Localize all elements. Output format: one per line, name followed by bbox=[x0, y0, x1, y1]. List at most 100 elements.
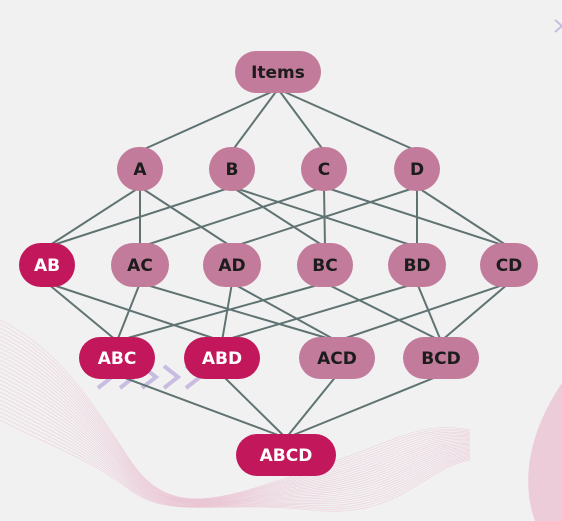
node-ABC: ABC bbox=[79, 337, 155, 379]
edge-BD-ABD bbox=[221, 282, 418, 342]
decorative-wave-line bbox=[0, 363, 471, 503]
decorative-corner-curve bbox=[528, 383, 562, 521]
edge-AB-ABC bbox=[46, 282, 118, 342]
node-shape bbox=[203, 243, 261, 287]
node-label: A bbox=[133, 160, 147, 180]
node-label: BD bbox=[403, 256, 430, 276]
decorative-wave-line bbox=[0, 343, 471, 502]
edge-BCD-ABCD bbox=[285, 374, 442, 439]
decorative-wave-lines bbox=[0, 319, 471, 512]
decorative-wave-line bbox=[0, 331, 471, 501]
node-label: BCD bbox=[421, 349, 461, 369]
node-A: A bbox=[117, 147, 163, 191]
node-D: D bbox=[394, 147, 440, 191]
node-label: AB bbox=[34, 256, 60, 276]
node-shape bbox=[19, 243, 75, 287]
edge-items-D bbox=[277, 88, 418, 152]
decorative-chevron bbox=[554, 19, 562, 33]
edge-ABC-ABCD bbox=[116, 374, 287, 439]
node-BD: BD bbox=[388, 243, 446, 287]
decorative-wave-line bbox=[0, 339, 471, 501]
node-B: B bbox=[209, 147, 255, 191]
node-shape bbox=[235, 51, 321, 93]
decorative-wave-line bbox=[0, 387, 471, 506]
decorative-wave-line bbox=[0, 375, 471, 504]
node-ACD: ACD bbox=[299, 337, 375, 379]
edge-AC-ACD bbox=[139, 282, 338, 342]
node-label: ABC bbox=[98, 349, 137, 369]
node-shape bbox=[184, 337, 260, 379]
edge-AD-ACD bbox=[231, 282, 338, 342]
edge-BC-BCD bbox=[324, 282, 442, 342]
node-label: B bbox=[226, 160, 239, 180]
edge-A-AB bbox=[46, 186, 141, 248]
edge-B-AB bbox=[46, 186, 233, 248]
edge-ABD-ABCD bbox=[221, 374, 287, 439]
decorative-wave-line bbox=[0, 391, 471, 506]
decorative-wave-line bbox=[0, 351, 471, 502]
node-shape bbox=[297, 243, 353, 287]
node-shape bbox=[299, 337, 375, 379]
edge-items-A bbox=[139, 88, 279, 152]
node-label: ABCD bbox=[260, 446, 313, 466]
decorative-wave-line bbox=[0, 323, 471, 500]
edge-CD-ACD bbox=[336, 282, 510, 342]
decorative-wave-line bbox=[0, 415, 471, 510]
decorative-wave-line bbox=[0, 367, 471, 504]
edge-items-C bbox=[277, 88, 325, 152]
edge-BC-ABC bbox=[116, 282, 326, 342]
node-C: C bbox=[301, 147, 347, 191]
node-shape bbox=[403, 337, 479, 379]
node-BCD: BCD bbox=[403, 337, 479, 379]
edge-B-BC bbox=[231, 186, 326, 248]
node-shape bbox=[394, 147, 440, 191]
node-label: D bbox=[410, 160, 424, 180]
node-shape bbox=[480, 243, 538, 287]
node-shape bbox=[79, 337, 155, 379]
node-shape bbox=[301, 147, 347, 191]
node-ABCD: ABCD bbox=[236, 434, 336, 476]
node-shape bbox=[236, 434, 336, 476]
edge-A-AD bbox=[139, 186, 233, 248]
node-label: AC bbox=[127, 256, 153, 276]
edge-ACD-ABCD bbox=[285, 374, 338, 439]
decorative-wave-line bbox=[0, 335, 471, 501]
decorative-wave-line bbox=[0, 355, 471, 503]
node-label: BC bbox=[312, 256, 337, 276]
edge-items-B bbox=[231, 88, 279, 152]
edge-BD-BCD bbox=[416, 282, 442, 342]
node-shape bbox=[388, 243, 446, 287]
node-ABD: ABD bbox=[184, 337, 260, 379]
edge-D-CD bbox=[416, 186, 510, 248]
node-shape bbox=[117, 147, 163, 191]
decorative-chevron bbox=[162, 364, 182, 390]
node-CD: CD bbox=[480, 243, 538, 287]
decorative-wave-line bbox=[0, 327, 471, 500]
node-shape bbox=[209, 147, 255, 191]
node-label: CD bbox=[496, 256, 523, 276]
node-AB: AB bbox=[19, 243, 75, 287]
node-label: AD bbox=[218, 256, 245, 276]
decorative-wave-line bbox=[0, 383, 471, 505]
edge-CD-BCD bbox=[440, 282, 510, 342]
node-BC: BC bbox=[297, 243, 353, 287]
node-shape bbox=[111, 243, 169, 287]
decorative-wave-line bbox=[0, 411, 471, 508]
edge-AB-ABD bbox=[46, 282, 223, 342]
decorative-wave-line bbox=[0, 379, 471, 505]
node-items: Items bbox=[235, 51, 321, 93]
decorative-wave-line bbox=[0, 359, 471, 503]
node-label: Items bbox=[251, 63, 305, 83]
node-AC: AC bbox=[111, 243, 169, 287]
node-label: C bbox=[318, 160, 330, 180]
decorative-chevron-top-right bbox=[554, 19, 562, 33]
decorative-wave-line bbox=[0, 419, 471, 512]
decorative-wave-line bbox=[0, 371, 471, 504]
edge-AD-ABD bbox=[221, 282, 233, 342]
edge-group bbox=[46, 88, 510, 439]
edge-C-AC bbox=[139, 186, 325, 248]
edge-AC-ABC bbox=[116, 282, 141, 342]
